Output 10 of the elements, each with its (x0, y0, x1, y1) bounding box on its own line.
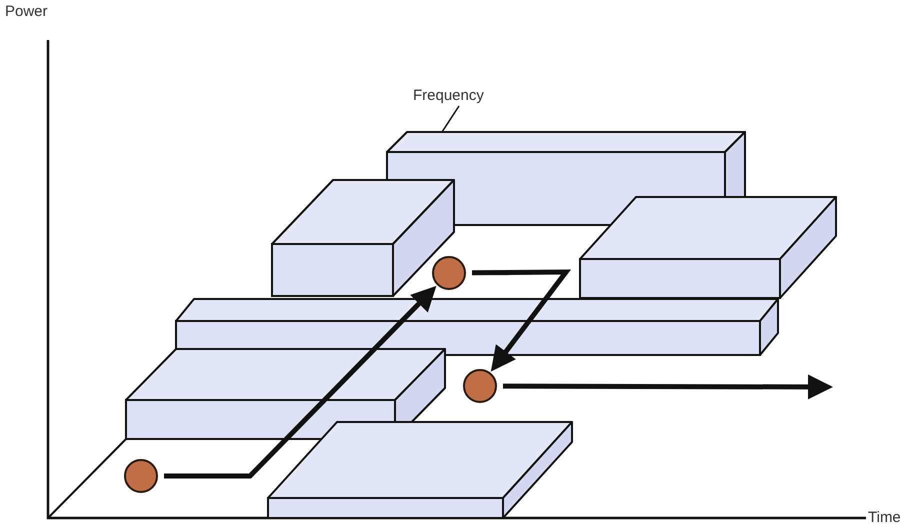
signal-dot (463, 369, 497, 403)
leader-line (441, 106, 460, 132)
hop-arrow (472, 269, 572, 372)
axis-label: Frequency (413, 86, 484, 106)
hop-arrow (164, 286, 436, 478)
axis-label: Power (5, 2, 48, 22)
signal-dot (124, 459, 158, 493)
axis-label: Time (868, 508, 901, 528)
signal-dot (432, 256, 466, 290)
hop-arrow (503, 374, 833, 400)
